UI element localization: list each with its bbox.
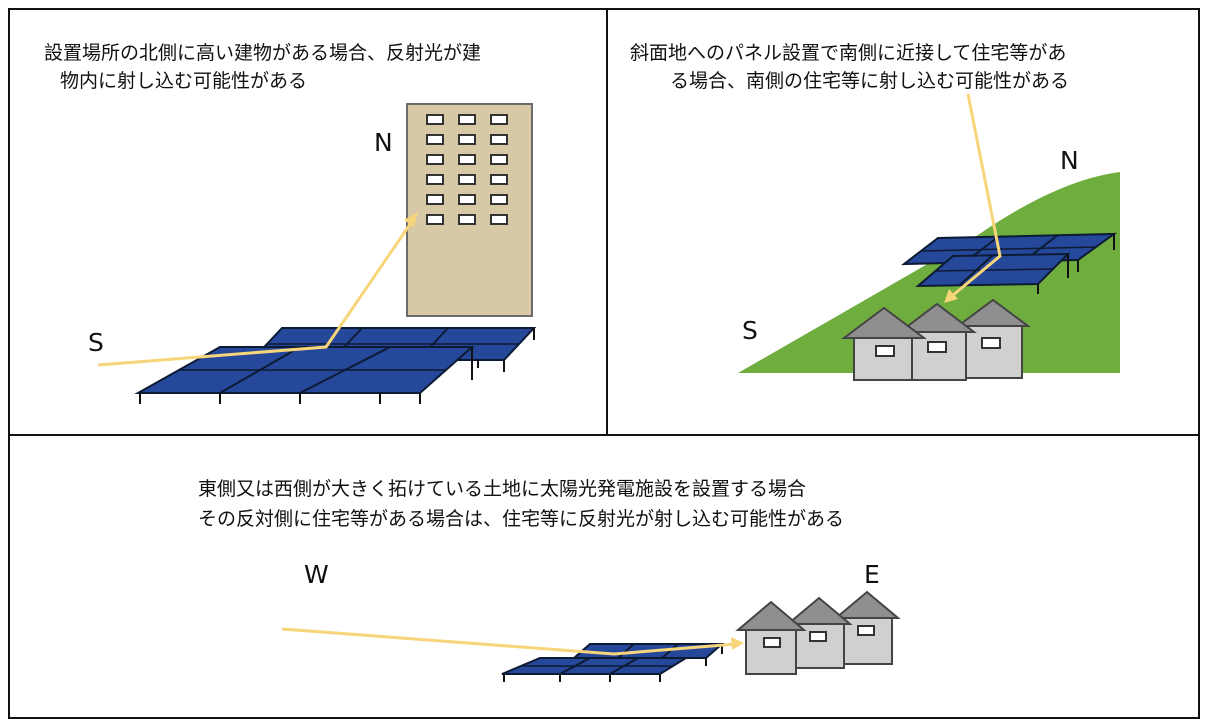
houses <box>841 298 1032 381</box>
north-label: N <box>1060 146 1079 175</box>
south-label: S <box>742 316 758 345</box>
slope-illustration <box>738 93 1120 381</box>
reflected-ray <box>281 627 744 656</box>
solar-panel-array <box>501 643 725 682</box>
west-label: W <box>304 560 329 589</box>
reflected-ray <box>944 93 1002 303</box>
building-windows <box>426 114 508 225</box>
caption-line-2: その反対側に住宅等がある場合は、住宅等に反射光が射し込む可能性がある <box>198 508 845 530</box>
panel-north-building: 設置場所の北側に高い建物がある場合、反射光が建 物内に射し込む可能性がある N … <box>8 8 608 436</box>
solar-panel-array <box>134 327 537 404</box>
caption-line-1: 東側又は西側が大きく拓けている土地に太陽光発電施設を設置する場合 <box>198 478 807 500</box>
reflected-ray <box>97 212 418 367</box>
caption-line-2: る場合、南側の住宅等に射し込む可能性がある <box>670 70 1070 92</box>
panel-slope: 斜面地へのパネル設置で南側に近接して住宅等があ る場合、南側の住宅等に射し込む可… <box>606 8 1200 436</box>
east-west-illustration <box>281 590 901 682</box>
north-building-illustration <box>97 103 537 404</box>
caption-line-1: 斜面地へのパネル設置で南側に近接して住宅等があ <box>630 42 1067 64</box>
solar-panel-array <box>900 232 1118 294</box>
caption-line-1: 設置場所の北側に高い建物がある場合、反射光が建 <box>44 42 482 64</box>
houses <box>735 590 901 675</box>
panel-east-west: 東側又は西側が大きく拓けている土地に太陽光発電施設を設置する場合 その反対側に住… <box>8 434 1200 719</box>
north-label: N <box>374 128 393 157</box>
caption-line-2: 物内に射し込む可能性がある <box>60 70 308 92</box>
east-label: E <box>864 560 880 589</box>
south-label: S <box>88 328 104 357</box>
